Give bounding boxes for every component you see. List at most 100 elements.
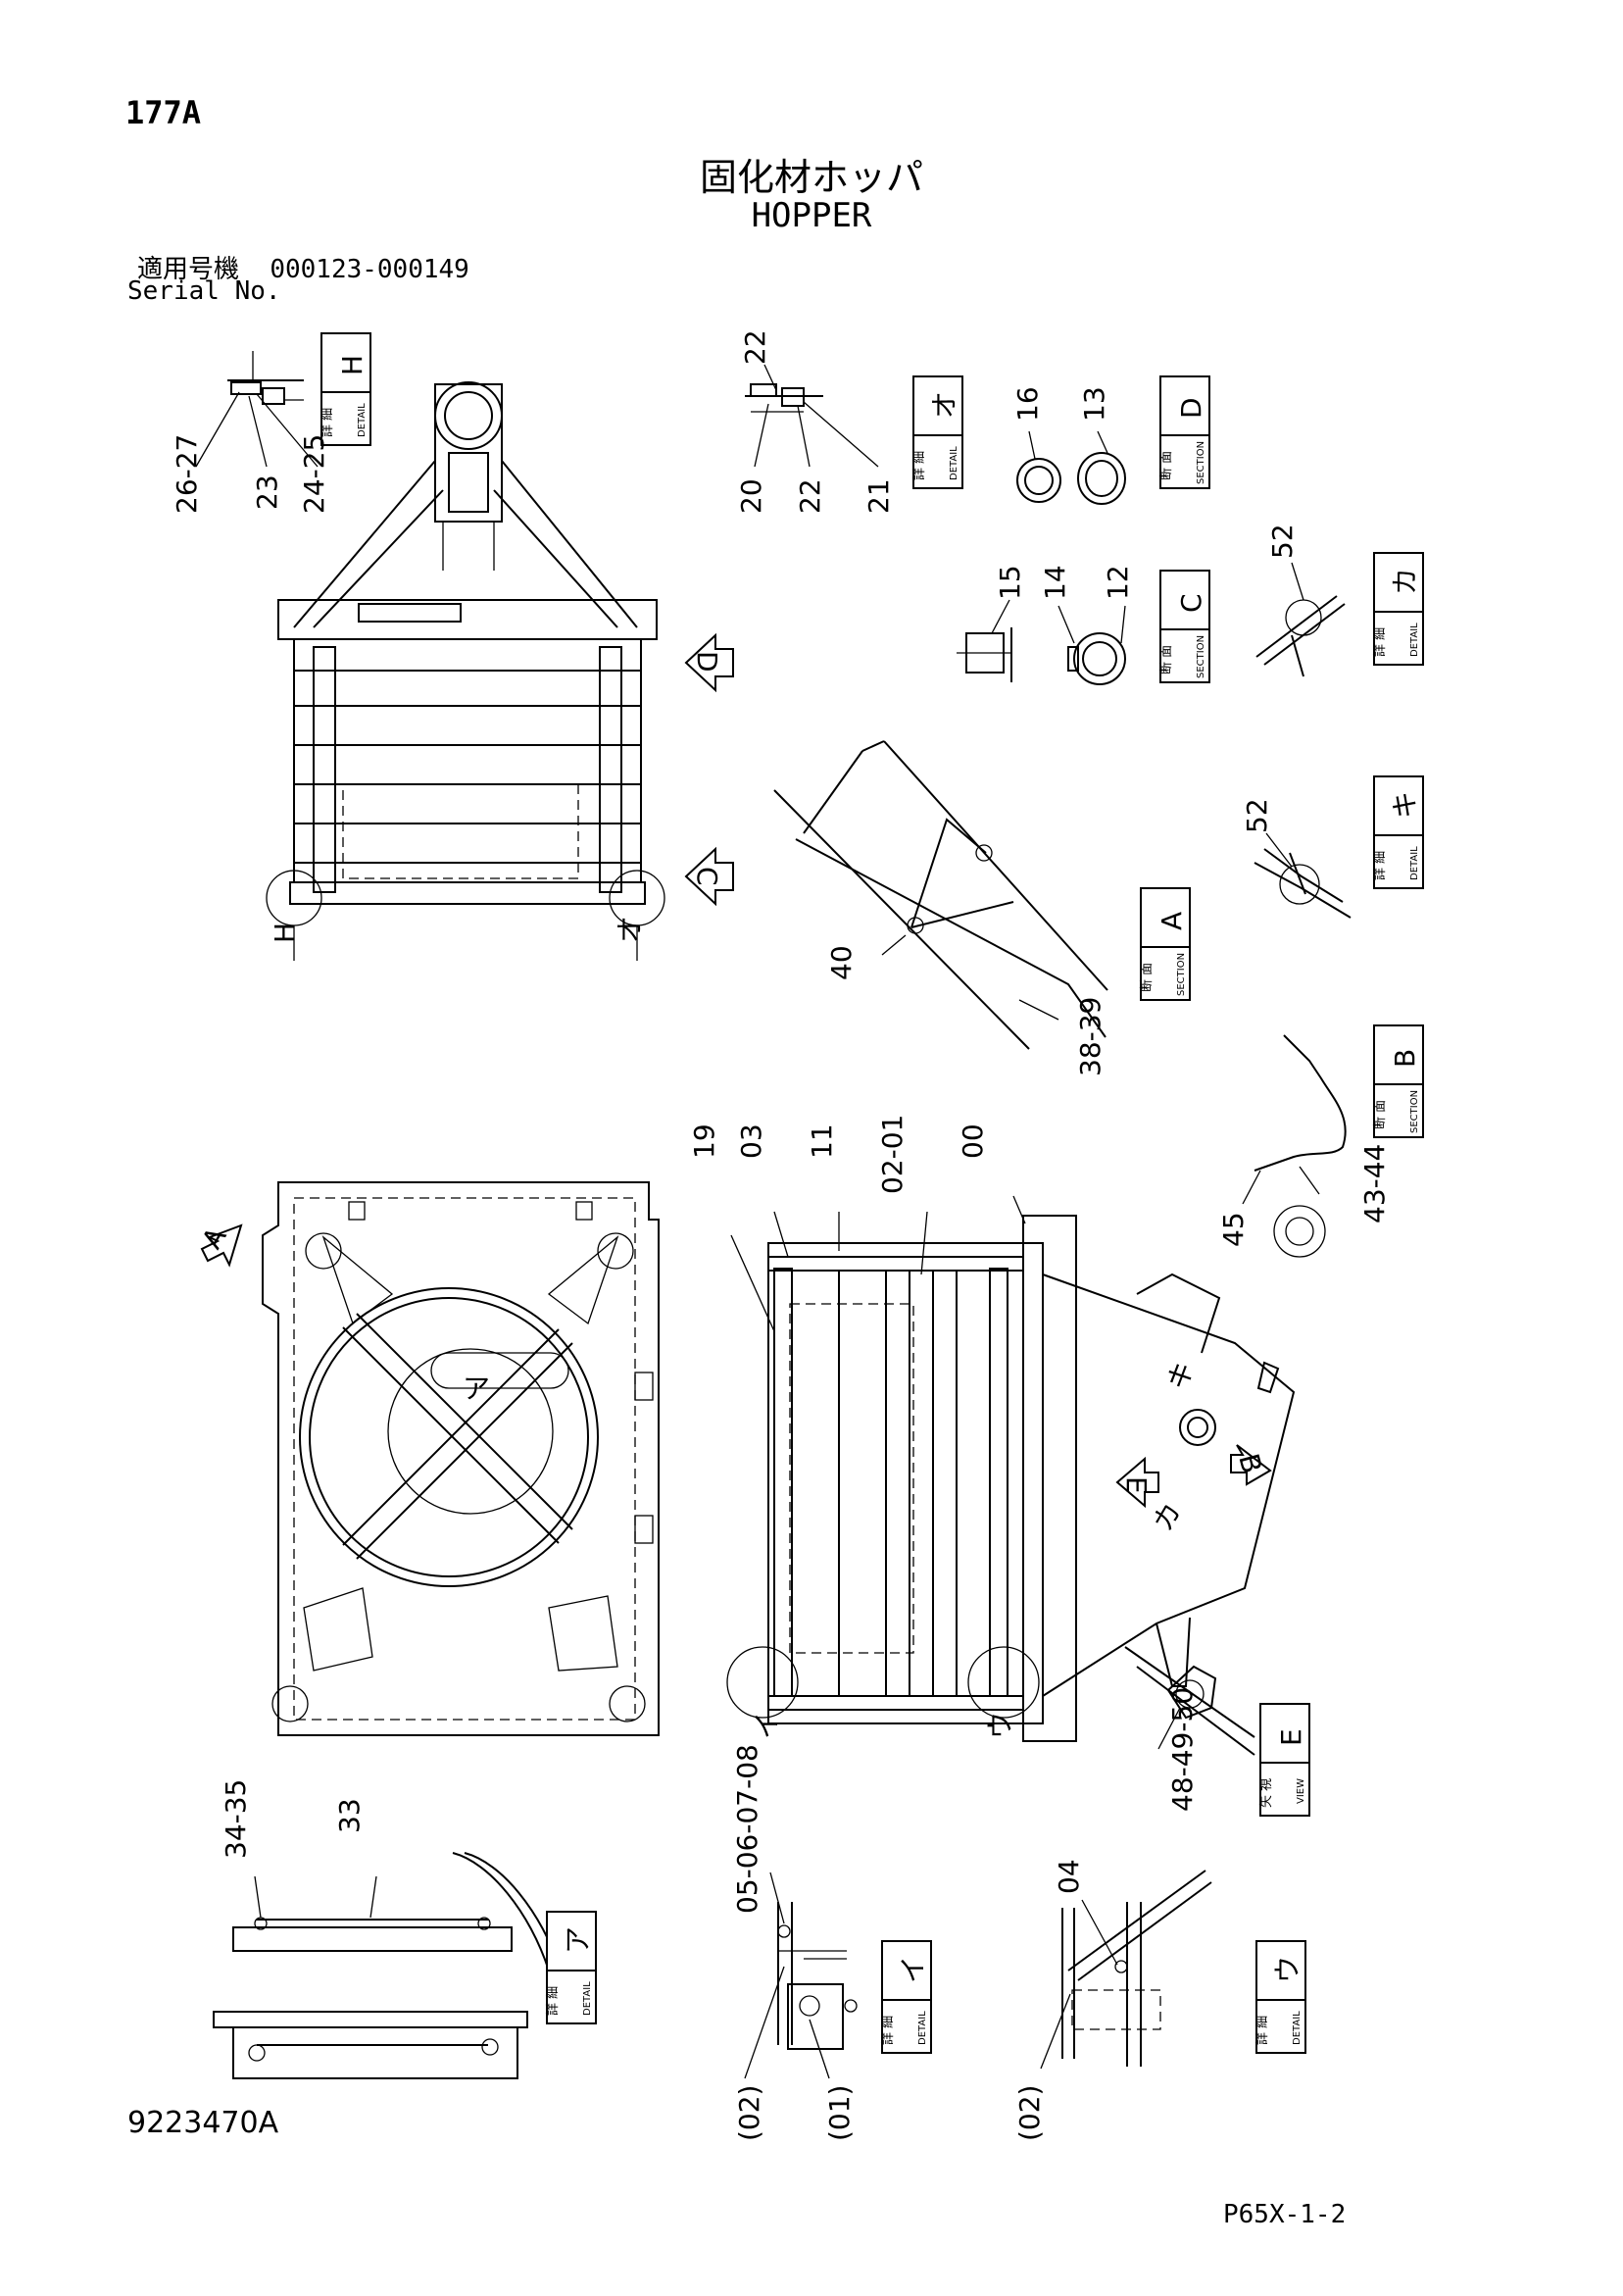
title-english: HOPPER	[751, 196, 872, 235]
svg-text:VIEW: VIEW	[1296, 1778, 1306, 1804]
detail-ki-drawing	[1254, 848, 1352, 919]
svg-text:詳 細: 詳 細	[320, 408, 335, 437]
page-code: P65X-1-2	[1223, 2200, 1347, 2229]
view-label-section-c: C 断 面 SECTION	[1159, 570, 1210, 683]
svg-text:詳 細: 詳 細	[1372, 627, 1388, 657]
svg-text:DETAIL: DETAIL	[1409, 623, 1420, 657]
callout-23: 23	[251, 474, 283, 510]
view-label-view-e: E 矢 視 VIEW	[1259, 1703, 1310, 1817]
svg-text:C: C	[1175, 593, 1207, 613]
serial-range: 000123-000149	[270, 255, 469, 284]
svg-text:詳 細: 詳 細	[1254, 2016, 1270, 2045]
callout-13: 13	[1078, 386, 1110, 422]
svg-text:ア: ア	[562, 1926, 594, 1954]
svg-text:B: B	[1389, 1049, 1421, 1068]
callout-12: 12	[1102, 565, 1134, 600]
view-label-detail-h: H 詳 細 DETAIL	[320, 332, 371, 446]
callout-01-paren: (01)	[823, 2085, 856, 2141]
callout-26-27: 26-27	[171, 434, 203, 514]
svg-text:DETAIL: DETAIL	[582, 1981, 593, 2016]
callout-40: 40	[825, 945, 858, 980]
detail-a-drawing	[213, 1852, 562, 2079]
view-label-detail-i: イ 詳 細 DETAIL	[880, 1940, 932, 2054]
svg-text:断 面: 断 面	[1159, 451, 1174, 480]
view-label-detail-u: ウ 詳 細 DETAIL	[1254, 1940, 1306, 2054]
section-arrow-a	[200, 1223, 243, 1268]
section-b-drawing	[1254, 1034, 1347, 1258]
section-arrow-b	[1230, 1444, 1272, 1486]
callout-19: 19	[688, 1123, 720, 1159]
svg-text:矢 視: 矢 視	[1259, 1778, 1274, 1808]
hopper-plan-view	[262, 1181, 660, 1736]
svg-text:断 面: 断 面	[1140, 963, 1155, 992]
callout-24-25: 24-25	[298, 434, 330, 514]
callout-52-lower: 52	[1241, 798, 1273, 833]
svg-text:断 面: 断 面	[1373, 1100, 1388, 1129]
callout-05-08: 05-06-07-08	[731, 1744, 763, 1914]
callout-43-44: 43-44	[1358, 1144, 1391, 1223]
page-number: 177A	[125, 94, 202, 131]
svg-text:ウ: ウ	[1271, 1956, 1303, 1983]
view-marker-ka: カ	[1146, 1497, 1188, 1537]
callout-03: 03	[735, 1123, 767, 1159]
callout-48-50: 48-49-50	[1166, 1687, 1199, 1812]
callout-04: 04	[1053, 1859, 1085, 1894]
callout-33: 33	[333, 1798, 366, 1833]
callout-02-paren-a: (02)	[733, 2085, 765, 2141]
callout-34-35: 34-35	[220, 1779, 252, 1859]
view-marker-d: D	[691, 651, 723, 673]
view-marker-a-ai: ア	[463, 1373, 490, 1405]
hopper-front-view	[252, 351, 665, 961]
detail-o-drawing	[745, 383, 823, 413]
section-a-drawing	[773, 740, 1108, 1050]
callout-16: 16	[1011, 386, 1044, 422]
serial-label-jp: 適用号機	[137, 255, 240, 284]
svg-text:D: D	[1175, 397, 1207, 419]
view-label-detail-o: オ 詳 細 DETAIL	[911, 375, 963, 489]
detail-u-drawing	[1061, 1870, 1212, 2067]
view-label-section-a: A 断 面 SECTION	[1140, 887, 1191, 1001]
section-d-drawing	[1016, 452, 1126, 505]
svg-text:詳 細: 詳 細	[880, 2016, 896, 2045]
callout-22-bottom: 22	[794, 478, 826, 514]
svg-text:SECTION: SECTION	[1196, 441, 1206, 484]
svg-text:DETAIL: DETAIL	[1292, 2011, 1303, 2045]
callout-11: 11	[806, 1123, 838, 1159]
document-number: 9223470A	[127, 2106, 279, 2140]
svg-text:キ: キ	[1389, 791, 1421, 819]
callout-00: 00	[957, 1123, 989, 1159]
svg-text:H: H	[336, 355, 369, 375]
view-arrow-e	[1115, 1456, 1159, 1509]
svg-text:詳 細: 詳 細	[1372, 851, 1388, 880]
svg-text:オ: オ	[928, 391, 960, 419]
svg-text:詳 細: 詳 細	[545, 1986, 561, 2016]
view-label-detail-ki: キ 詳 細 DETAIL	[1372, 775, 1424, 889]
view-marker-i: イ	[751, 1712, 783, 1739]
svg-text:DETAIL: DETAIL	[1409, 846, 1420, 880]
svg-text:E: E	[1275, 1728, 1307, 1746]
svg-text:DETAIL: DETAIL	[357, 403, 368, 437]
svg-text:断 面: 断 面	[1159, 645, 1174, 674]
view-marker-h: H	[269, 923, 301, 943]
svg-text:SECTION: SECTION	[1409, 1090, 1420, 1133]
detail-i-drawing	[777, 1902, 858, 2050]
view-label-section-d: D 断 面 SECTION	[1159, 375, 1210, 489]
svg-text:カ: カ	[1389, 568, 1421, 595]
view-marker-c: C	[691, 867, 723, 886]
svg-text:DETAIL: DETAIL	[949, 446, 959, 480]
callout-52-upper: 52	[1266, 524, 1299, 559]
callout-14: 14	[1039, 565, 1071, 600]
hopper-side-view	[726, 1215, 1296, 1742]
section-c-drawing	[957, 627, 1126, 685]
callout-38-39: 38-39	[1074, 997, 1107, 1076]
callout-20: 20	[735, 478, 767, 514]
serial-label-en: Serial No.	[127, 276, 281, 306]
view-label-detail-ka: カ 詳 細 DETAIL	[1372, 552, 1424, 666]
view-label-detail-a: ア 詳 細 DETAIL	[545, 1911, 597, 2024]
callout-15: 15	[994, 565, 1026, 600]
detail-h-drawing	[227, 379, 304, 405]
view-marker-o: オ	[614, 916, 646, 943]
view-label-section-b: B 断 面 SECTION	[1373, 1024, 1424, 1138]
view-marker-e: E	[1120, 1476, 1153, 1494]
